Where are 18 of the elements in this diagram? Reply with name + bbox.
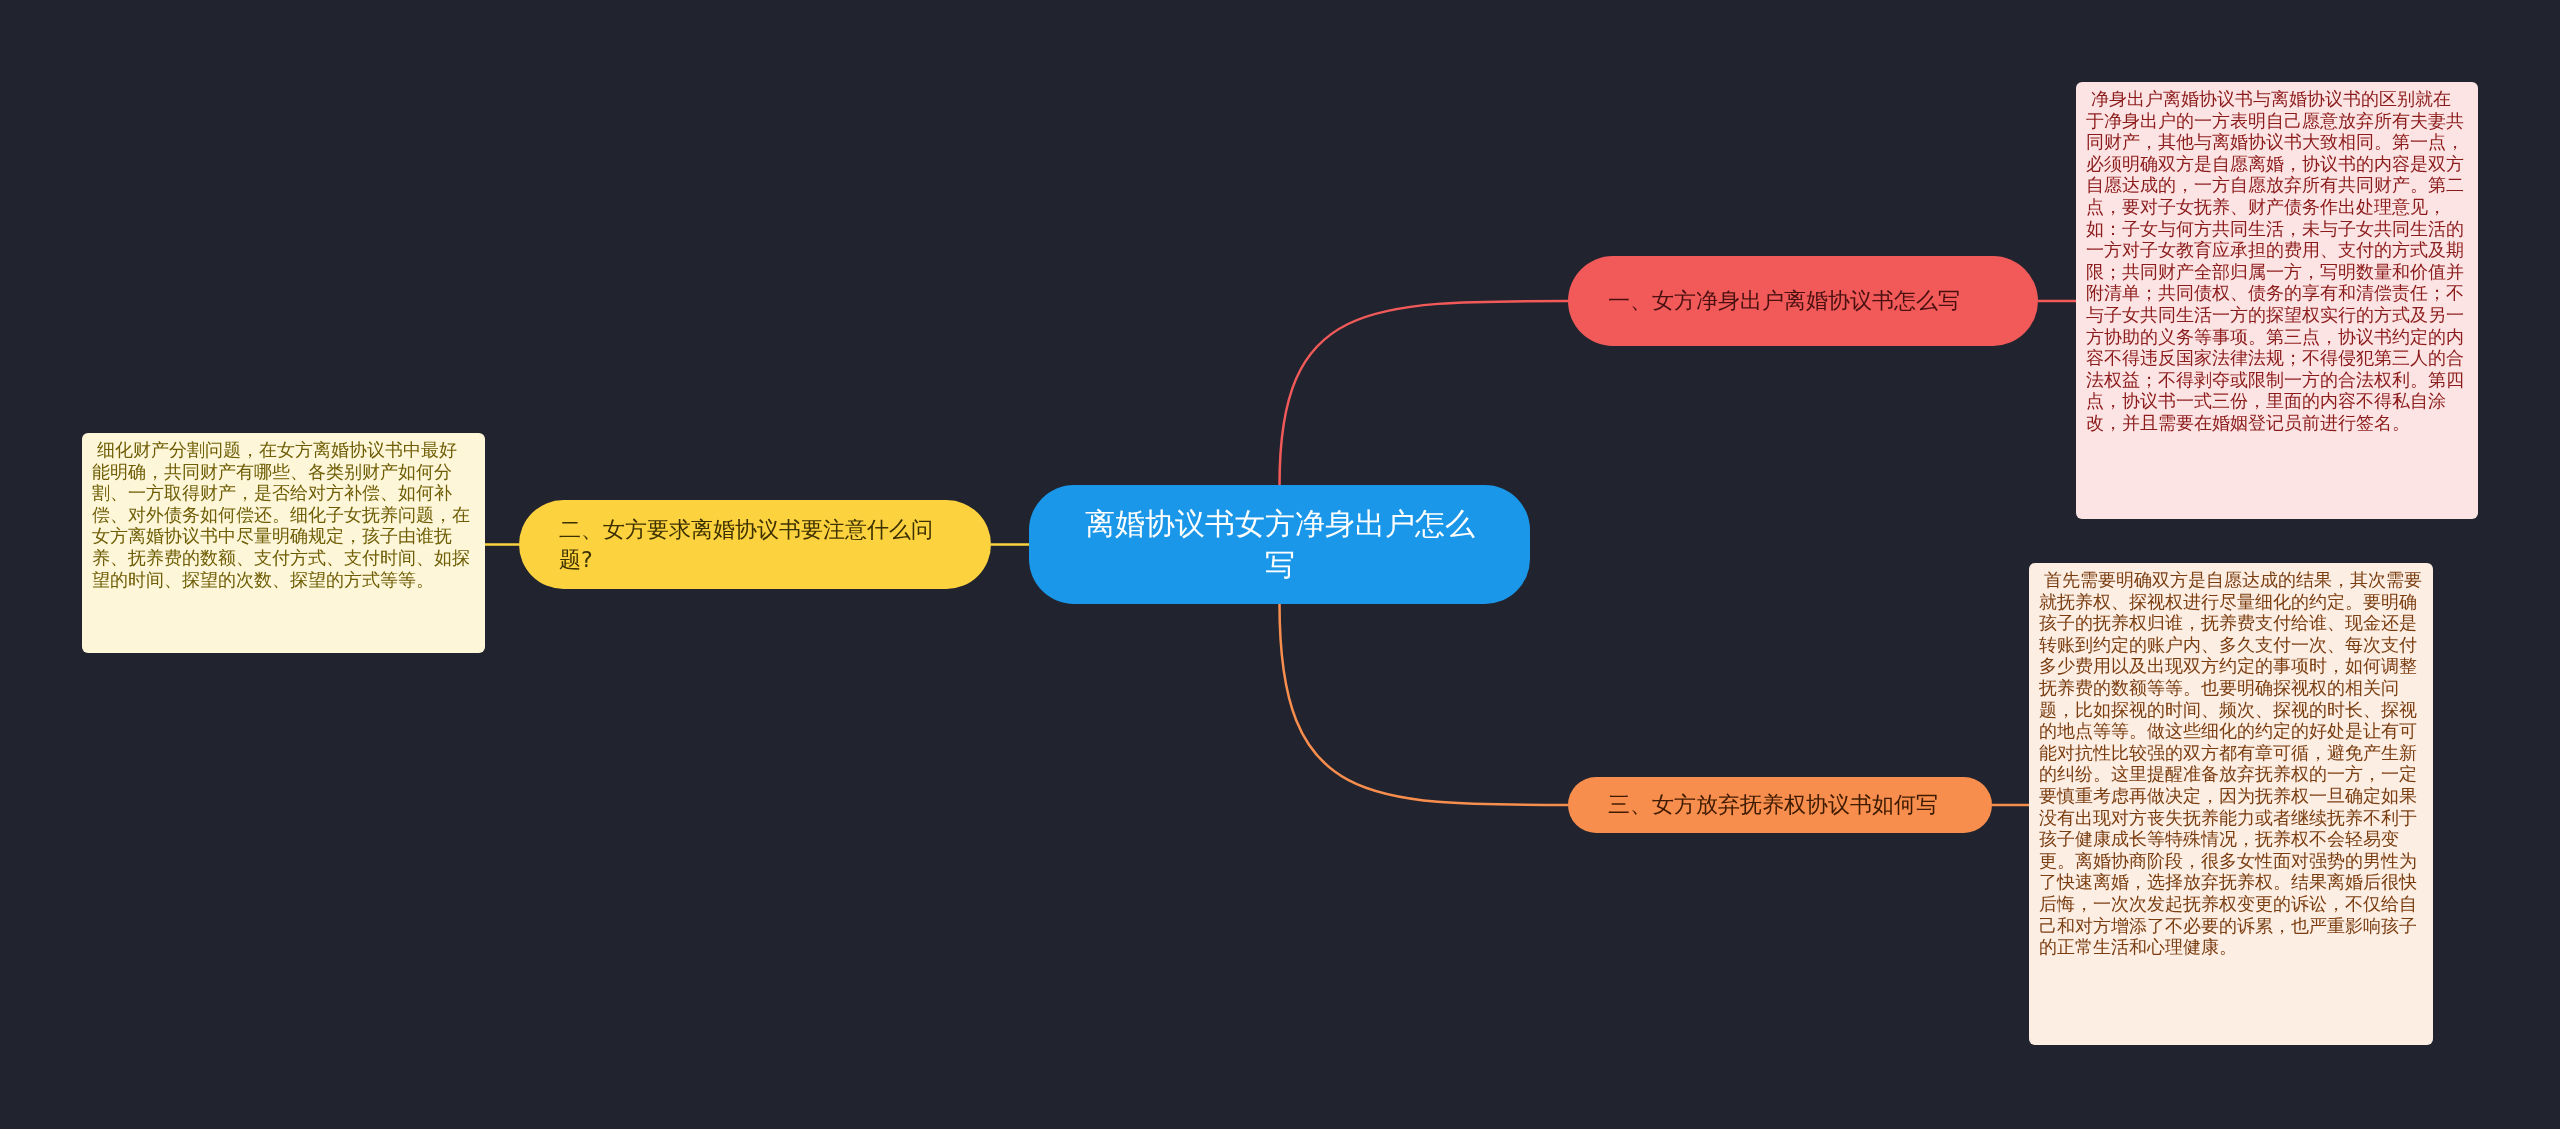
connector-line [1278, 299, 1568, 486]
central-topic [1029, 485, 1530, 604]
connector-line [485, 543, 519, 546]
note-text: 净身出户离婚协议书与离婚协议书的区别就在于净身出户的一方表明自己愿意放弃所有夫妻共同财产，其他与离婚协议书大致相同。第一点，必须明确双方是自愿离婚，协议书的内容是双方自愿达成的，一方自愿放弃所有共同财产。第二点，要对子女抚养、财产债务作出处理意见，如：子女与何方共同生活，未与子女共同生活的一方对子女教育应承担的费用、支付的方式及期限；共同财产全部归属一方，写明数量和价值并附清单；共同债权、债务的享有和清偿责任；不与子女共同生活一方的探望权实行的方式及另一方协助的义务等事项。第三点，协议书约定的内容不得违反国家法律法规；不得侵犯第三人的合法权益；不得剥夺或限制一方的合法权利。第四点，协议书一式三份，里面的内容不得私自涂改，并且需要在婚姻登记员前进行签名。 [2086, 88, 2465, 434]
note-text: 细化财产分割问题，在女方离婚协议书中最好能明确，共同财产有哪些、各类别财产如何分割、一方取得财产，是否给对方补偿、如何补偿、对外债务如何偿还。细化子女抚养问题，在女方离婚协议书中尽量明确规定，孩子由谁抚养、抚养费的数额、支付方式、支付时间、如探望的时间、探望的次数、探望的方式等等。 [92, 439, 471, 591]
connector-line [1992, 803, 2029, 807]
topic-label: 离婚协议书女方净身出户怎么写 [1083, 505, 1476, 584]
topic-label: 三、女方放弃抚养权协议书如何写 [1608, 791, 1938, 820]
connector-line [1278, 603, 1568, 807]
topic-label: 二、女方要求离婚协议书要注意什么问题? [559, 515, 934, 574]
topic-pill [1568, 777, 1992, 833]
topic-label: 一、女方净身出户离婚协议书怎么写 [1608, 287, 1960, 316]
note-text: 首先需要明确双方是自愿达成的结果，其次需要就抚养权、探视权进行尽量细化的约定。要明确孩子的抚养权归谁，抚养费支付给谁、现金还是转账到约定的账户内、多久支付一次、每次支付多少费用以及出现双方约定的事项时，如何调整抚养费的数额等等。也要明确探视权的相关问题，比如探视的时间、频次、探视的时长、探视的地点等等。做这些细化的约定的好处是让有可能对抗性比较强的双方都有章可循，避免产生新的纠纷。这里提醒准备放弃抚养权的一方，一定要慎重考虑再做决定，因为抚养权一旦确定如果没有出现对方丧失抚养能力或者继续抚养不利于孩子健康成长等特殊情况，抚养权不会轻易变更。离婚协商阶段，很多女性面对强势的男性为了快速离婚，选择放弃抚养权。结果离婚后很快后悔，一次次发起抚养权变更的诉讼，不仅给自己和对方增添了不必要的诉累，也严重影响孩子的正常生活和心理健康。 [2039, 569, 2423, 958]
note-card [2076, 82, 2478, 519]
note-card [2029, 563, 2433, 1045]
connector-line [2038, 299, 2076, 303]
note-card [82, 433, 485, 653]
connector-line [991, 543, 1029, 546]
